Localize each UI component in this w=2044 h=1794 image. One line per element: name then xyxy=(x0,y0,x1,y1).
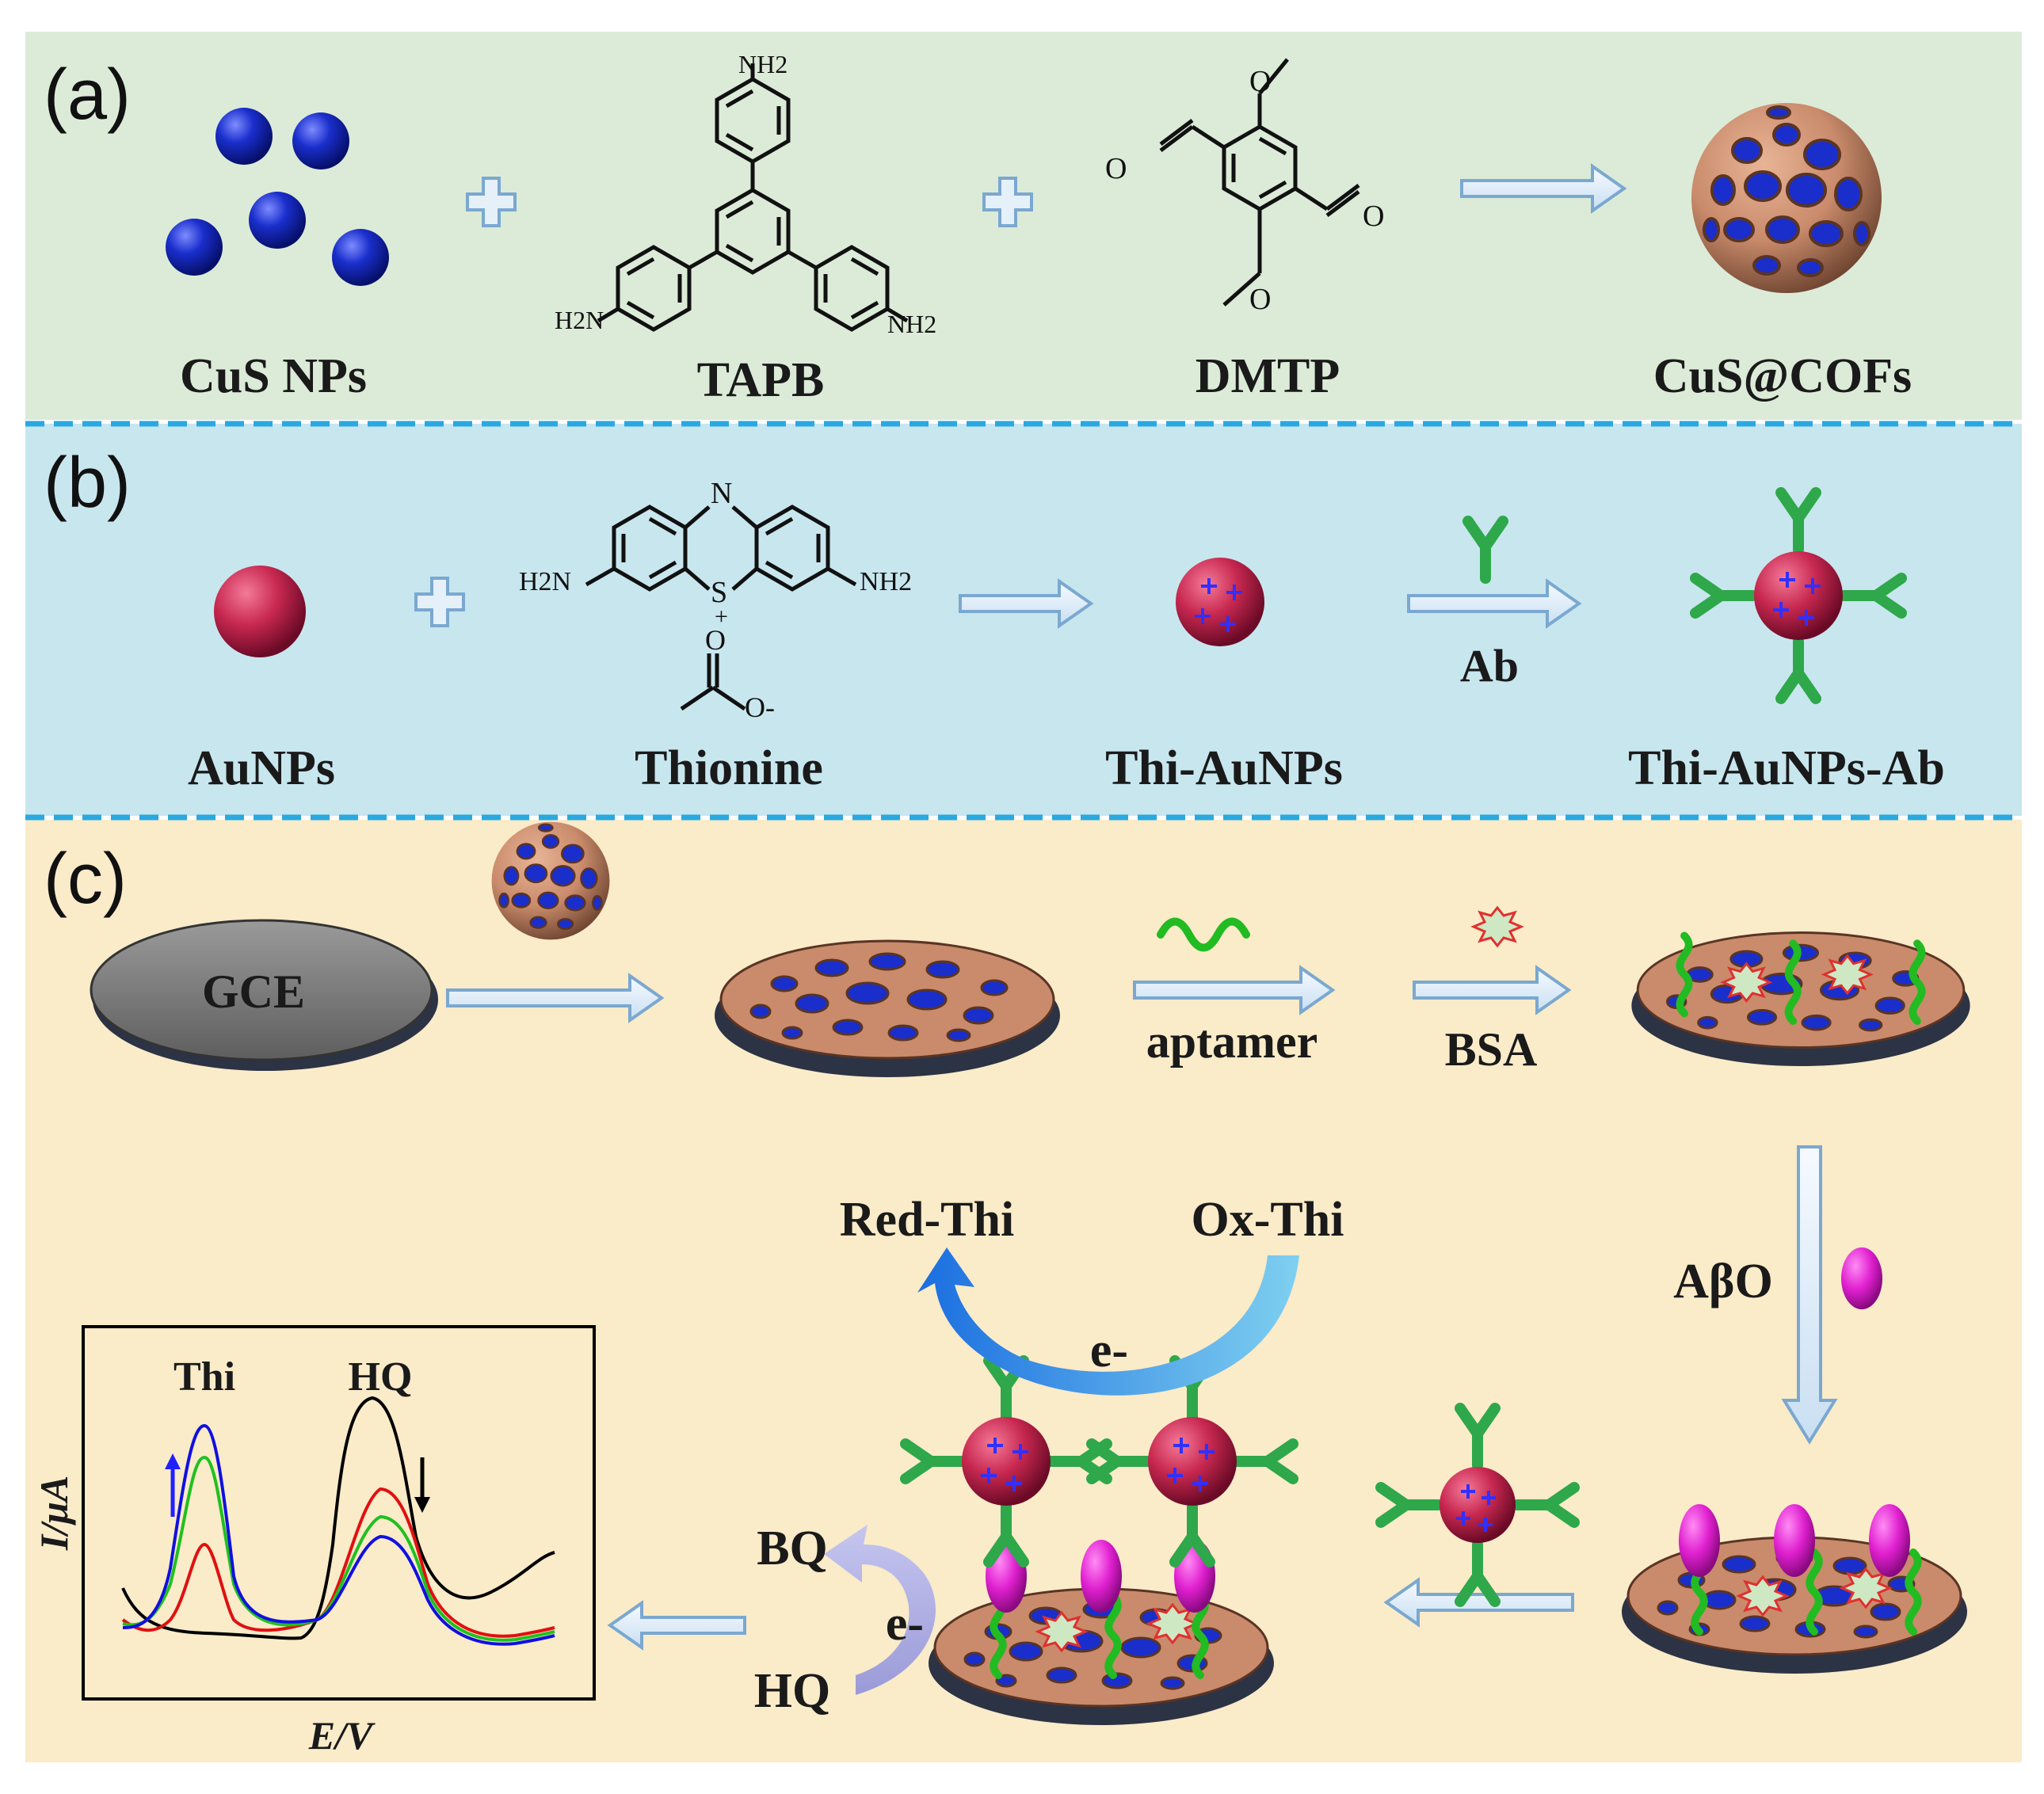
label-ab: Ab xyxy=(1460,640,1519,691)
label-aptamer: aptamer xyxy=(1146,1015,1318,1068)
thionine-s-charge: + xyxy=(715,604,728,630)
plus-icon xyxy=(414,577,465,627)
panel-label-c: (c) xyxy=(44,840,127,919)
reaction-arrow-icon xyxy=(959,578,1094,629)
small-cof-sphere xyxy=(490,821,611,941)
label-abo: AβO xyxy=(1673,1255,1773,1308)
dmtp-o-aldehyde-right: O xyxy=(1363,200,1384,233)
acetate-o: O xyxy=(705,624,726,656)
label-bsa: BSA xyxy=(1445,1023,1538,1076)
cus-cofs-sphere xyxy=(1690,101,1883,295)
reaction-arrow-icon xyxy=(1460,163,1627,214)
label-gce: GCE xyxy=(202,966,305,1018)
dmtp-o-methoxy-top: O xyxy=(1249,65,1271,98)
plot-x-axis-label: E/V xyxy=(308,1713,376,1758)
panel-a-background xyxy=(25,32,2022,420)
tapb-nh2-top: NH2 xyxy=(738,50,787,78)
acetate-o-minus: O- xyxy=(745,691,775,723)
dmtp-o-aldehyde-left: O xyxy=(1105,152,1127,185)
curve-black xyxy=(121,1396,555,1640)
electron-transfer-arrow-icon xyxy=(917,1247,1299,1396)
label-cus-nps: CuS NPs xyxy=(180,349,367,403)
thionine-s: S xyxy=(711,576,727,609)
panel-b-background xyxy=(25,424,2022,816)
reaction-arrow-icon xyxy=(1413,965,1572,1015)
arrow-down-hq-head xyxy=(414,1497,430,1513)
arrow-up-thi-head xyxy=(165,1453,181,1469)
dmtp-structure xyxy=(1159,58,1360,307)
tapb-nh2-right: NH2 xyxy=(887,310,936,338)
label-bq: BQ xyxy=(757,1522,828,1575)
label-ox-thi: Ox-Thi xyxy=(1192,1193,1344,1247)
plot-label-thi: Thi xyxy=(174,1354,235,1400)
plot-y-axis-label: I/μA xyxy=(32,1476,76,1552)
label-cus-cofs: CuS@COFs xyxy=(1653,349,1912,403)
tapb-nh2-left: H2N xyxy=(555,306,604,334)
label-thionine: Thionine xyxy=(635,741,823,795)
plot-frame xyxy=(82,1325,596,1701)
gce-electrode xyxy=(90,919,438,1071)
electron-transfer-arrow-icon xyxy=(824,1525,936,1695)
thionine-structure xyxy=(585,505,857,711)
label-thi-aunps: Thi-AuNPs xyxy=(1105,741,1343,795)
bsa-icon xyxy=(1472,906,1523,947)
thionine-h2n: H2N xyxy=(519,567,571,596)
dpv-plot: Thi HQ I/μA E/V xyxy=(32,1325,596,1758)
label-aunps: AuNPs xyxy=(188,741,335,795)
thi-aunps-ab-probe xyxy=(1381,1408,1574,1602)
abo-captured-electrode xyxy=(1620,1504,1969,1675)
label-tapb: TAPB xyxy=(697,353,825,407)
label-hq: HQ xyxy=(754,1664,830,1718)
label-dmtp: DMTP xyxy=(1196,349,1340,403)
plus-icon xyxy=(466,177,517,227)
thi-aunp-sphere xyxy=(1174,556,1266,648)
panel-label-a: (a) xyxy=(44,55,131,135)
reaction-arrow-icon xyxy=(446,973,665,1023)
aptamer-bsa-electrode xyxy=(1630,931,1972,1068)
thionine-nh2: NH2 xyxy=(860,567,912,596)
label-e-top: e- xyxy=(1090,1324,1128,1377)
label-red-thi: Red-Thi xyxy=(840,1193,1014,1247)
dmtp-o-methoxy-bottom: O xyxy=(1249,283,1271,316)
plus-icon xyxy=(982,177,1033,227)
cof-modified-electrode xyxy=(713,939,1062,1079)
reaction-arrow-icon xyxy=(1383,1577,1574,1628)
label-e-bottom: e- xyxy=(886,1597,924,1651)
label-thi-aunps-ab: Thi-AuNPs-Ab xyxy=(1628,741,1945,795)
thionine-n: N xyxy=(711,477,732,510)
reaction-arrow-icon xyxy=(1407,578,1582,629)
reaction-arrow-icon xyxy=(607,1600,746,1651)
curve-blue xyxy=(122,1423,555,1646)
aunp-sphere xyxy=(214,566,306,657)
sandwich-electrode xyxy=(927,1540,1276,1727)
plot-label-hq: HQ xyxy=(349,1354,413,1400)
reaction-arrow-icon xyxy=(1133,965,1336,1015)
abo-egg-icon xyxy=(1841,1247,1882,1310)
tapb-structure xyxy=(597,63,909,332)
reaction-arrow-icon xyxy=(1781,1145,1838,1445)
panel-label-b: (b) xyxy=(44,444,131,523)
